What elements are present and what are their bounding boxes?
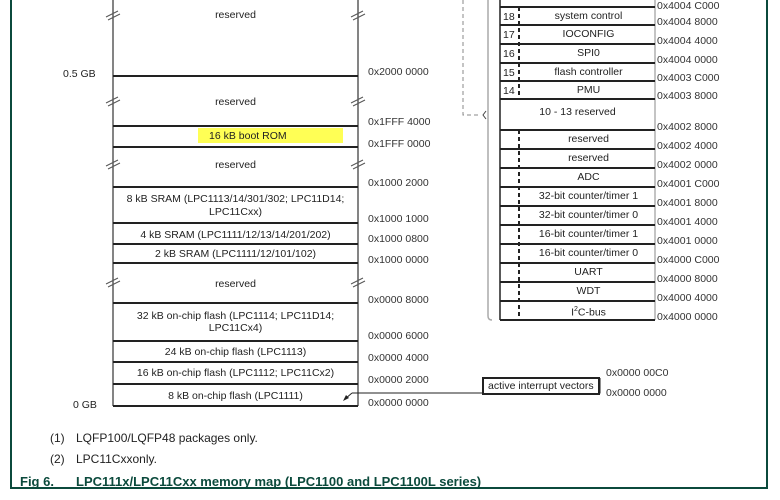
peripheral-brace bbox=[487, 0, 493, 321]
region-flash-32k-line2: LPC11Cx4) bbox=[208, 322, 263, 334]
peripheral-label: IOCONFIG bbox=[562, 28, 615, 40]
peripheral-label-superscript: 2 bbox=[574, 306, 578, 313]
peripheral-label: 32-bit counter/timer 1 bbox=[538, 190, 639, 202]
peripheral-label: reserved bbox=[568, 133, 609, 145]
peripheral-address: 0x4001 0000 bbox=[657, 235, 718, 247]
peripheral-label: PMU bbox=[576, 84, 601, 96]
note-2-number: (2) bbox=[50, 452, 65, 466]
iv-address-bottom: 0x0000 0000 bbox=[606, 387, 667, 399]
peripheral-slot-number: 16 bbox=[503, 48, 515, 60]
peripheral-address: 0x4001 C000 bbox=[657, 178, 720, 190]
peripheral-label: ADC bbox=[577, 171, 600, 183]
peripheral-slot-number: 18 bbox=[503, 11, 515, 23]
peripheral-address: 0x4000 0000 bbox=[657, 311, 718, 323]
iv-address-top: 0x0000 00C0 bbox=[606, 367, 669, 379]
peripheral-address: 0x4004 0000 bbox=[657, 54, 718, 66]
peripheral-address: 0x4000 4000 bbox=[657, 292, 718, 304]
region-sram-8k: 8 kB SRAM (LPC1113/14/301/302; LPC11D14; bbox=[126, 193, 345, 205]
note-1-text: LQFP100/LQFP48 packages only. bbox=[76, 431, 258, 445]
address-label: 0x2000 0000 bbox=[368, 66, 429, 78]
region-flash-8k: 8 kB on-chip flash (LPC1111) bbox=[168, 390, 303, 402]
region-sram-2k: 2 kB SRAM (LPC1111/12/101/102) bbox=[154, 248, 317, 260]
mem-boundaries bbox=[113, 75, 358, 407]
peripheral-address: 0x4004 8000 bbox=[657, 16, 718, 28]
peripheral-label: flash controller bbox=[554, 66, 623, 78]
note-1-number: (1) bbox=[50, 431, 65, 445]
peripheral-label: 32-bit counter/timer 0 bbox=[538, 209, 639, 221]
iv-arrowhead bbox=[343, 395, 349, 401]
peripheral-address: 0x4003 8000 bbox=[657, 90, 718, 102]
peripheral-label: UART bbox=[574, 266, 603, 278]
peripheral-label: 10 - 13 reserved bbox=[539, 106, 616, 118]
address-label: 0x0000 4000 bbox=[368, 352, 429, 364]
region-flash-16k: 16 kB on-chip flash (LPC1112; LPC11Cx2) bbox=[136, 367, 335, 379]
peripheral-label: 16-bit counter/timer 1 bbox=[538, 228, 639, 240]
address-label: 0x1FFF 4000 bbox=[368, 116, 431, 128]
peripheral-address: 0x4002 4000 bbox=[657, 140, 718, 152]
figure-number: Fig 6. bbox=[20, 474, 54, 489]
address-label: 0x1000 1000 bbox=[368, 213, 429, 225]
region-sram-4k: 4 kB SRAM (LPC1111/12/13/14/201/202) bbox=[140, 229, 331, 241]
peripheral-slot-number: 14 bbox=[503, 85, 515, 97]
iv-connector bbox=[352, 378, 601, 394]
peripheral-address: 0x4000 C000 bbox=[657, 254, 720, 266]
peripheral-address: 0x4001 4000 bbox=[657, 216, 718, 228]
address-label: 0x1000 2000 bbox=[368, 177, 429, 189]
address-label: 0x1FFF 0000 bbox=[368, 138, 431, 150]
peripheral-label: system control bbox=[554, 10, 623, 22]
figure-frame bbox=[10, 0, 768, 489]
peripheral-label-text: C-bus bbox=[577, 306, 606, 319]
peripheral-label-prefix: I bbox=[571, 306, 574, 319]
peripheral-address: 0x4004 4000 bbox=[657, 35, 718, 47]
bracket-dashed bbox=[462, 0, 480, 116]
boot-rom-highlight bbox=[198, 128, 343, 143]
peripheral-label: reserved bbox=[568, 152, 609, 164]
gb-label-half: 0.5 GB bbox=[63, 68, 96, 80]
region-reserved: reserved bbox=[215, 96, 256, 108]
break-marks bbox=[105, 10, 366, 288]
region-reserved-top: reserved bbox=[215, 9, 256, 21]
region-boot-rom: 16 kB boot ROM bbox=[209, 130, 287, 142]
peripheral-address: 0x4002 0000 bbox=[657, 159, 718, 171]
peripheral-address: 0x4002 8000 bbox=[657, 121, 718, 133]
gb-label-zero: 0 GB bbox=[73, 399, 97, 411]
peripheral-label: I2C-bus bbox=[522, 304, 655, 319]
peripheral-top-address: 0x4004 C000 bbox=[657, 0, 720, 12]
region-sram-8k-line2: LPC11Cxx) bbox=[209, 206, 262, 218]
region-flash-32k: 32 kB on-chip flash (LPC1114; LPC11D14; bbox=[136, 310, 335, 322]
interrupt-vectors-box: active interrupt vectors bbox=[482, 377, 600, 395]
address-label: 0x1000 0800 bbox=[368, 233, 429, 245]
address-label: 0x0000 6000 bbox=[368, 330, 429, 342]
peripheral-label: WDT bbox=[576, 285, 601, 297]
address-label: 0x0000 8000 bbox=[368, 294, 429, 306]
peripheral-slot-number: 17 bbox=[503, 29, 515, 41]
bracket-tip bbox=[482, 110, 487, 120]
peripheral-label: 16-bit counter/timer 0 bbox=[538, 247, 639, 259]
peripheral-address: 0x4001 8000 bbox=[657, 197, 718, 209]
address-label: 0x0000 2000 bbox=[368, 374, 429, 386]
figure-title: LPC111x/LPC11Cxx memory map (LPC1100 and… bbox=[76, 474, 482, 489]
peripheral-table-lines bbox=[499, 0, 656, 321]
peripheral-slot-number: 15 bbox=[503, 67, 515, 79]
peripheral-address: 0x4003 C000 bbox=[657, 72, 720, 84]
region-flash-24k: 24 kB on-chip flash (LPC1113) bbox=[164, 346, 307, 358]
region-reserved: reserved bbox=[215, 159, 256, 171]
note-2-text: LPC11Cxxonly. bbox=[76, 452, 157, 466]
address-label: 0x0000 0000 bbox=[368, 397, 429, 409]
address-label: 0x1000 0000 bbox=[368, 254, 429, 266]
peripheral-address: 0x4000 8000 bbox=[657, 273, 718, 285]
region-reserved: reserved bbox=[215, 278, 256, 290]
peripheral-label: SPI0 bbox=[577, 47, 600, 59]
